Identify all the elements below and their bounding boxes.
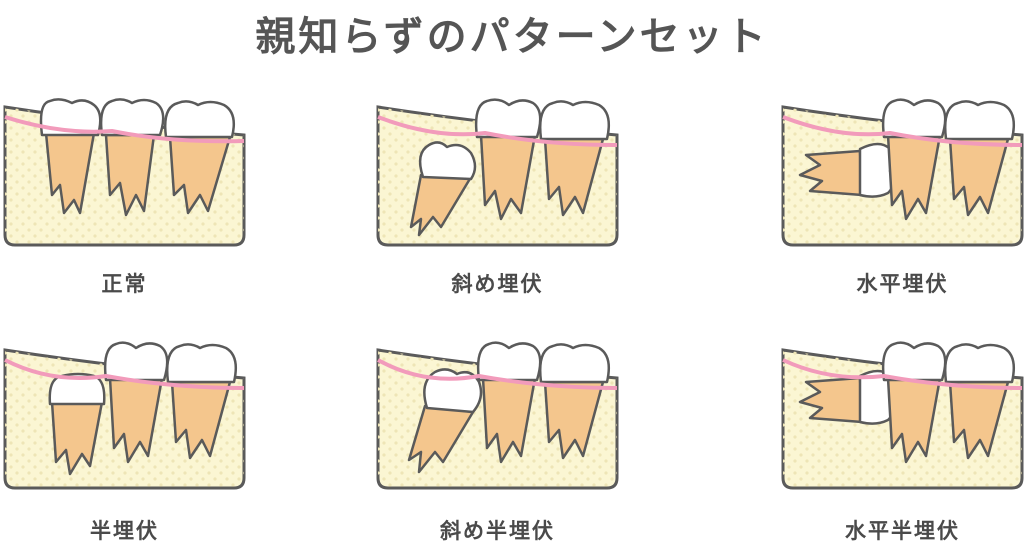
third-molar <box>798 142 896 198</box>
second-molar <box>474 98 542 221</box>
jaw-diagram-horizontal-partially-impacted <box>781 341 1024 490</box>
second-molar <box>99 98 165 217</box>
second-molar <box>881 98 947 221</box>
panel-oblique-partially-impacted <box>375 338 620 493</box>
panel-horizontal-partially-impacted <box>780 338 1024 493</box>
jaw-diagram-horizontal-impacted <box>781 98 1024 247</box>
panel-horizontal-impacted <box>780 95 1024 250</box>
first-molar <box>944 100 1015 217</box>
second-molar <box>103 341 169 464</box>
label-normal: 正常 <box>101 272 148 296</box>
label-partially-impacted: 半埋伏 <box>90 519 159 543</box>
gum-line <box>377 358 618 390</box>
first-molar <box>944 343 1015 460</box>
first-molar <box>539 343 610 460</box>
jaw-diagram-oblique-impacted <box>376 98 619 247</box>
label-horizontal-partially-impacted: 水平半埋伏 <box>845 519 960 543</box>
third-molar <box>48 372 106 476</box>
panel-partially-impacted <box>2 338 247 493</box>
first-molar <box>539 100 610 217</box>
jaw-diagram-normal <box>3 98 246 247</box>
label-oblique-impacted: 斜め埋伏 <box>451 272 544 296</box>
label-oblique-partially-impacted: 斜め半埋伏 <box>440 519 555 543</box>
first-molar <box>166 343 237 460</box>
panel-oblique-impacted <box>375 95 620 250</box>
second-molar <box>476 341 542 464</box>
label-horizontal-impacted: 水平埋伏 <box>856 272 949 296</box>
first-molar <box>164 100 235 215</box>
jaw-diagram-partially-impacted <box>3 341 246 490</box>
gum-line <box>782 358 1023 390</box>
gum-line <box>782 115 1023 147</box>
gum-line <box>4 358 245 390</box>
jaw-diagram-oblique-partially-impacted <box>376 341 619 490</box>
gum-line <box>377 115 618 147</box>
second-molar <box>881 341 947 464</box>
third-molar <box>409 141 477 237</box>
gum-line <box>4 115 245 144</box>
panel-normal <box>2 95 247 250</box>
third-molar <box>39 98 102 215</box>
page-title: 親知らずのパターンセット <box>255 14 769 60</box>
